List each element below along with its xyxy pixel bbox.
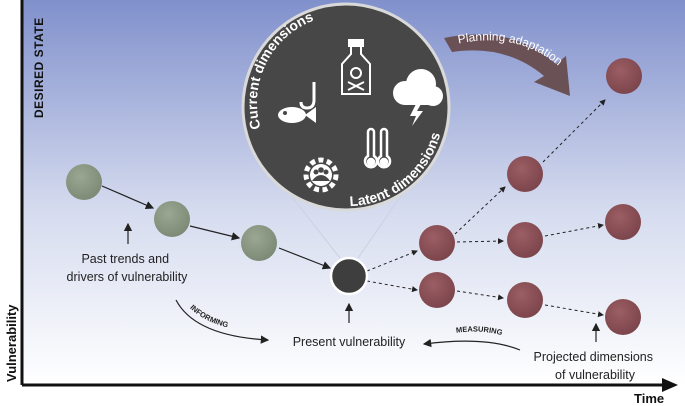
past-trend-arrows — [101, 185, 332, 270]
future-node — [507, 156, 543, 192]
x-axis-label: Time — [634, 391, 664, 406]
dimensions-callout: Current dimensions Latent dimensions — [241, 2, 451, 212]
gear-people-icon — [303, 157, 339, 193]
present-node — [329, 256, 369, 296]
fish-hook-icon — [278, 82, 316, 123]
desired-state-label: DESIRED STATE — [32, 17, 46, 118]
future-node — [419, 272, 455, 308]
thermometers-icon — [363, 127, 392, 169]
future-node — [419, 225, 455, 261]
pointer-arrows — [123, 222, 601, 342]
past-node — [154, 201, 190, 237]
axes — [20, 0, 678, 392]
projected-dimensions-label: Projected dimensions of vulnerability — [534, 350, 657, 382]
past-nodes — [66, 164, 277, 261]
past-trends-label: Past trends and drivers of vulnerability — [67, 252, 189, 284]
future-node — [605, 299, 641, 335]
past-node — [241, 225, 277, 261]
present-vulnerability-label: Present vulnerability — [293, 335, 406, 349]
future-nodes — [419, 58, 642, 335]
y-axis-label: Vulnerability — [4, 304, 19, 382]
future-node — [507, 222, 543, 258]
storm-cloud-icon — [393, 69, 443, 126]
future-node — [605, 204, 641, 240]
projection-arrows — [366, 99, 606, 318]
poison-bottle-icon — [341, 39, 371, 95]
future-node — [606, 58, 642, 94]
future-node — [507, 282, 543, 318]
past-node — [66, 164, 102, 200]
